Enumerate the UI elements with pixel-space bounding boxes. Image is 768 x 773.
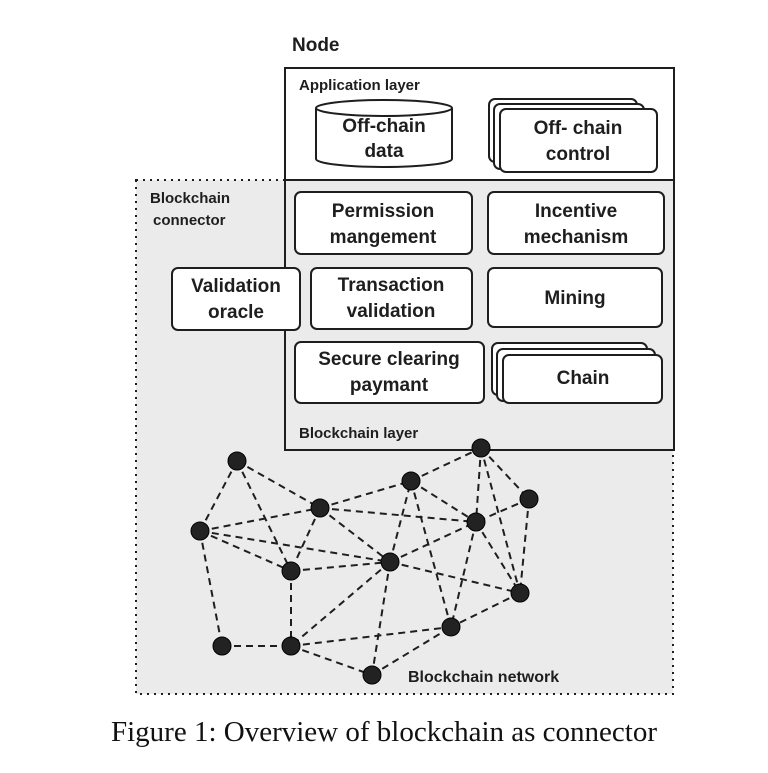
incentive-mechanism-box: Incentive mechanism bbox=[487, 191, 665, 255]
mining-box: Mining bbox=[487, 267, 663, 328]
network-edge bbox=[290, 561, 391, 647]
network-edge bbox=[319, 480, 412, 509]
network-node bbox=[471, 438, 491, 458]
network-edge bbox=[236, 460, 292, 572]
network-node bbox=[519, 489, 539, 509]
network-node bbox=[401, 471, 421, 491]
transaction-validation-box: Transaction validation bbox=[310, 267, 473, 330]
network-edge bbox=[389, 561, 521, 594]
network-node bbox=[466, 512, 486, 532]
network-nodes bbox=[190, 438, 539, 685]
figure-caption: Figure 1: Overview of blockchain as conn… bbox=[111, 716, 657, 748]
network-edge bbox=[236, 460, 321, 509]
mining-label: Mining bbox=[544, 288, 605, 309]
connector-label-line2: connector bbox=[153, 212, 226, 229]
network-node bbox=[190, 521, 210, 541]
network-edge bbox=[290, 561, 391, 572]
node-title: Node bbox=[292, 35, 340, 56]
network-edge bbox=[389, 480, 412, 563]
validation-oracle-line2: oracle bbox=[208, 302, 264, 323]
network-edge bbox=[199, 530, 292, 572]
network-node bbox=[441, 617, 461, 637]
network-edge bbox=[519, 498, 530, 594]
network-node bbox=[310, 498, 330, 518]
offchain-control-stack: Off- chain control bbox=[488, 98, 658, 173]
incentive-line2: mechanism bbox=[524, 227, 629, 248]
network-edge bbox=[319, 507, 391, 563]
network-edge bbox=[290, 645, 373, 676]
incentive-line1: Incentive bbox=[535, 201, 617, 222]
network-edge bbox=[371, 626, 452, 676]
validation-oracle-line1: Validation bbox=[191, 276, 281, 297]
secure-line1: Secure clearing bbox=[318, 349, 460, 370]
network-edge bbox=[389, 521, 477, 563]
network-node bbox=[227, 451, 247, 471]
offchain-data-line2: data bbox=[364, 141, 404, 162]
network-edge bbox=[410, 447, 482, 482]
permission-line1: Permission bbox=[332, 201, 434, 222]
transaction-line1: Transaction bbox=[338, 275, 445, 296]
network-edge bbox=[290, 626, 452, 647]
network-edges bbox=[199, 447, 530, 676]
permission-management-box: Permission mangement bbox=[294, 191, 473, 255]
validation-oracle-box: Validation oracle bbox=[171, 267, 301, 331]
secure-clearing-payment-box: Secure clearing paymant bbox=[294, 341, 485, 404]
network-node bbox=[281, 636, 301, 656]
network-edge bbox=[319, 507, 477, 523]
transaction-line2: validation bbox=[347, 301, 436, 322]
network-edge bbox=[199, 507, 321, 532]
network-node bbox=[380, 552, 400, 572]
permission-line2: mangement bbox=[330, 227, 437, 248]
offchain-control-line2: control bbox=[546, 144, 610, 165]
blockchain-network-label: Blockchain network bbox=[408, 669, 559, 686]
network-edge bbox=[199, 530, 223, 647]
chain-stack: Chain bbox=[491, 342, 663, 404]
offchain-control-line1: Off- chain bbox=[534, 118, 623, 139]
network-edge bbox=[450, 592, 521, 628]
blockchain-layer-label: Blockchain layer bbox=[299, 425, 418, 442]
network-node bbox=[362, 665, 382, 685]
network-node bbox=[212, 636, 232, 656]
chain-label: Chain bbox=[557, 368, 610, 389]
network-edge bbox=[410, 480, 452, 628]
network-edge bbox=[410, 480, 477, 523]
network-edge bbox=[480, 447, 521, 594]
network-node bbox=[281, 561, 301, 581]
network-edge bbox=[475, 447, 482, 523]
network-edge bbox=[450, 521, 477, 628]
offchain-data-line1: Off-chain bbox=[342, 116, 425, 137]
network-edge bbox=[199, 460, 238, 532]
secure-line2: paymant bbox=[350, 375, 429, 396]
application-layer-label: Application layer bbox=[299, 77, 420, 94]
network-edge bbox=[199, 530, 391, 563]
offchain-data-cylinder: Off-chain data bbox=[315, 99, 453, 168]
connector-label-line1: Blockchain bbox=[150, 190, 230, 207]
network-edge bbox=[475, 521, 521, 594]
network-edge bbox=[475, 498, 530, 523]
network-node bbox=[510, 583, 530, 603]
